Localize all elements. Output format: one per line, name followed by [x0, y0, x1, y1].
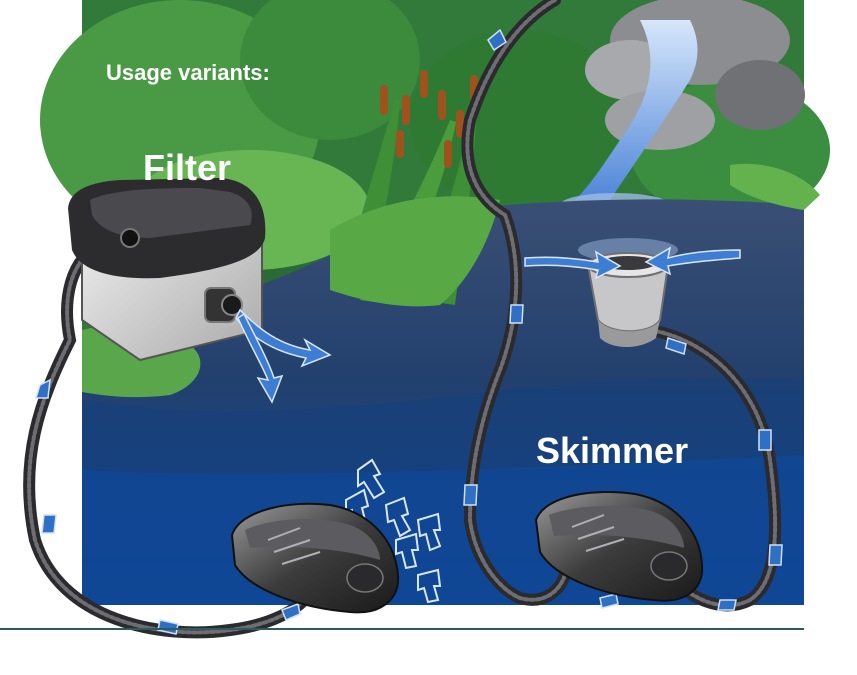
pump-left [230, 502, 400, 614]
filter-outflow-arrows [235, 308, 332, 404]
reeds-icon [330, 70, 500, 307]
usage-variants-caption: Usage variants: [106, 60, 270, 85]
skimmer-label: Skimmer [536, 430, 688, 471]
bottom-divider [0, 628, 804, 630]
pump-icon [230, 491, 704, 614]
skimmer-inflow-arrows [524, 246, 741, 280]
waterfall-icon [560, 0, 805, 217]
pump-right [534, 491, 704, 602]
filter-label: Filter [143, 147, 231, 188]
filter-box-icon [68, 178, 266, 362]
